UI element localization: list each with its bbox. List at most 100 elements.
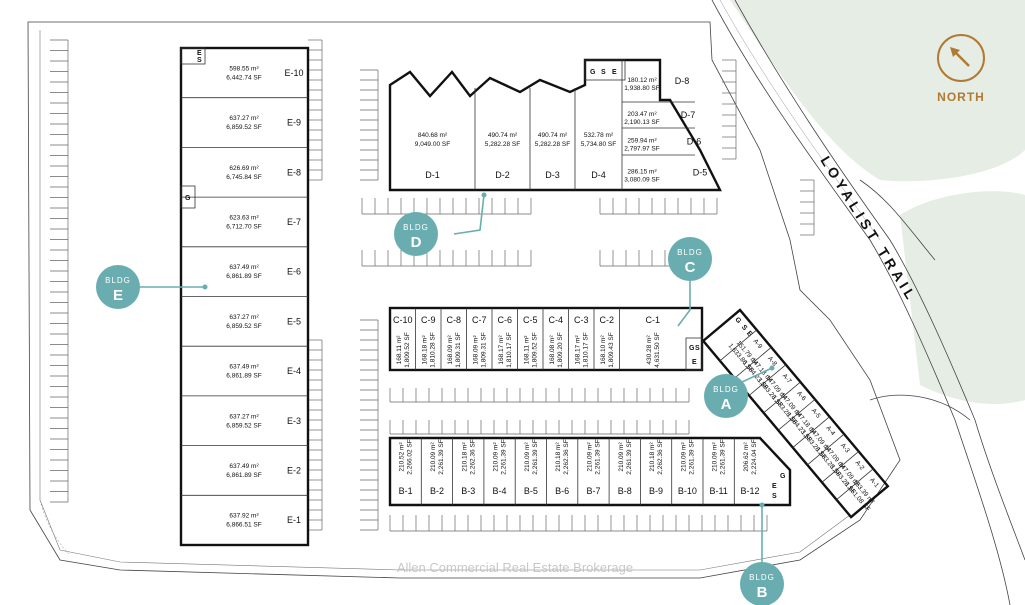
service-s-label: S bbox=[740, 324, 749, 332]
unit-area-m2: 210.09 m² bbox=[524, 442, 531, 472]
unit-area-sf: 1,809.43 SF bbox=[608, 332, 615, 367]
unit-area-m2: 210.18 m² bbox=[461, 442, 468, 472]
unit-label: E-2 bbox=[287, 465, 301, 475]
badge-circle bbox=[394, 212, 438, 256]
badge-title: BLDG bbox=[105, 276, 131, 285]
unit-area-m2: 168.08 m² bbox=[549, 335, 556, 365]
unit-area-sf: 6,859.52 SF bbox=[226, 124, 261, 131]
unit-area-m2: 532.78 m² bbox=[584, 132, 614, 139]
unit-area-sf: 2,261.39 SF bbox=[626, 439, 633, 474]
unit-area-sf: 2,262.36 SF bbox=[563, 439, 570, 474]
unit-label: E-6 bbox=[287, 267, 301, 277]
unit-area-sf: 6,861.89 SF bbox=[226, 273, 261, 280]
unit-area-sf: 9,049.00 SF bbox=[415, 141, 450, 148]
unit-area-m2: 168.11 m² bbox=[523, 335, 530, 365]
badge-connectors bbox=[138, 194, 773, 568]
badge-circle bbox=[96, 265, 140, 309]
service-e-label: E bbox=[772, 483, 777, 490]
site-boundary bbox=[27, 21, 901, 579]
service-g-label: G bbox=[733, 316, 742, 325]
unit-label: A-6 bbox=[795, 390, 807, 403]
unit-area-m2: 637.27 m² bbox=[229, 314, 259, 321]
unit-label: D-2 bbox=[495, 170, 510, 180]
unit-label: B-4 bbox=[493, 486, 507, 496]
unit-area-m2: 206.62 m² bbox=[743, 442, 750, 472]
badge-circle bbox=[740, 562, 784, 605]
unit-label: E-4 bbox=[287, 366, 301, 376]
badge-circle bbox=[704, 374, 748, 418]
service-e-label: E bbox=[692, 359, 697, 366]
badge-title: BLDG bbox=[677, 248, 703, 257]
unit-label: E-8 bbox=[287, 167, 301, 177]
badge-letter: C bbox=[685, 259, 696, 276]
unit-area-m2: 168.17 m² bbox=[574, 335, 581, 365]
unit-area-m2: 626.69 m² bbox=[229, 165, 259, 172]
unit-label: D-3 bbox=[545, 170, 560, 180]
unit-area-sf: 2,261.39 SF bbox=[688, 439, 695, 474]
unit-area-sf: 5,282.28 SF bbox=[485, 141, 520, 148]
service-g-label: G bbox=[689, 345, 695, 352]
service-s-label: S bbox=[695, 345, 700, 352]
north-arrow-icon bbox=[950, 47, 970, 67]
unit-area-sf: 1,809.20 SF bbox=[557, 332, 564, 367]
unit-area-sf: 6,866.51 SF bbox=[226, 522, 261, 529]
north-circle bbox=[937, 34, 985, 82]
unit-label: E-10 bbox=[284, 68, 303, 78]
badge-letter: B bbox=[757, 584, 768, 601]
unit-label: E-7 bbox=[287, 217, 301, 227]
unit-area-m2: 430.28 m² bbox=[646, 335, 653, 365]
unit-label: B-12 bbox=[740, 486, 759, 496]
unit-label: B-10 bbox=[678, 486, 697, 496]
unit-area-sf: 1,809.31 SF bbox=[455, 332, 462, 367]
service-s-label: S bbox=[772, 493, 777, 500]
badge-title: BLDG bbox=[403, 223, 429, 232]
unit-label: B-5 bbox=[524, 486, 538, 496]
unit-area-m2: 168.18 m² bbox=[421, 335, 428, 365]
unit-label: D-7 bbox=[681, 110, 696, 120]
unit-area-sf: 2,797.97 SF bbox=[624, 146, 659, 153]
unit-area-sf: 2,262.36 SF bbox=[657, 439, 664, 474]
unit-label: B-8 bbox=[618, 486, 632, 496]
unit-area-m2: 637.49 m² bbox=[229, 364, 259, 371]
unit-area-m2: 210.09 m² bbox=[493, 442, 500, 472]
north-arrow: NORTH bbox=[937, 34, 985, 104]
unit-area-sf: 6,712.70 SF bbox=[226, 223, 261, 230]
unit-label: B-2 bbox=[430, 486, 444, 496]
unit-label: C-10 bbox=[393, 315, 413, 325]
unit-area-sf: 2,261.39 SF bbox=[501, 439, 508, 474]
badge-letter: D bbox=[411, 234, 422, 251]
unit-area-sf: 6,861.89 SF bbox=[226, 373, 261, 380]
unit-area-m2: 203.47 m² bbox=[627, 111, 657, 118]
unit-area-sf: 2,266.02 SF bbox=[407, 439, 414, 474]
unit-label: B-11 bbox=[709, 486, 727, 496]
unit-area-sf: 3,080.09 SF bbox=[624, 177, 659, 184]
badge-title: BLDG bbox=[713, 385, 739, 394]
unit-area-m2: 168.09 m² bbox=[447, 335, 454, 365]
unit-area-m2: 637.49 m² bbox=[229, 264, 259, 271]
unit-area-sf: 2,261.39 SF bbox=[720, 439, 727, 474]
badge-title: BLDG bbox=[749, 573, 775, 582]
unit-area-sf: 1,809.31 SF bbox=[480, 332, 487, 367]
unit-label: C-9 bbox=[421, 315, 436, 325]
unit-area-sf: 6,745.84 SF bbox=[226, 174, 261, 181]
unit-label: A-9 bbox=[752, 338, 764, 351]
service-e-label: E bbox=[612, 69, 617, 76]
badge-circle bbox=[668, 237, 712, 281]
unit-area-m2: 210.09 m² bbox=[680, 442, 687, 472]
unit-area-m2: 168.17 m² bbox=[498, 335, 505, 365]
unit-area-m2: 259.94 m² bbox=[627, 138, 657, 145]
unit-area-sf: 6,859.52 SF bbox=[226, 323, 261, 330]
unit-area-sf: 2,224.04 SF bbox=[751, 439, 758, 474]
unit-area-m2: 210.09 m² bbox=[586, 442, 593, 472]
unit-label: B-6 bbox=[555, 486, 569, 496]
unit-label: A-3 bbox=[839, 442, 851, 455]
unit-area-m2: 286.15 m² bbox=[627, 169, 657, 176]
unit-area-sf: 1,938.80 SF bbox=[624, 85, 659, 92]
unit-area-sf: 1,810.17 SF bbox=[582, 332, 589, 367]
unit-label: A-4 bbox=[824, 425, 836, 438]
